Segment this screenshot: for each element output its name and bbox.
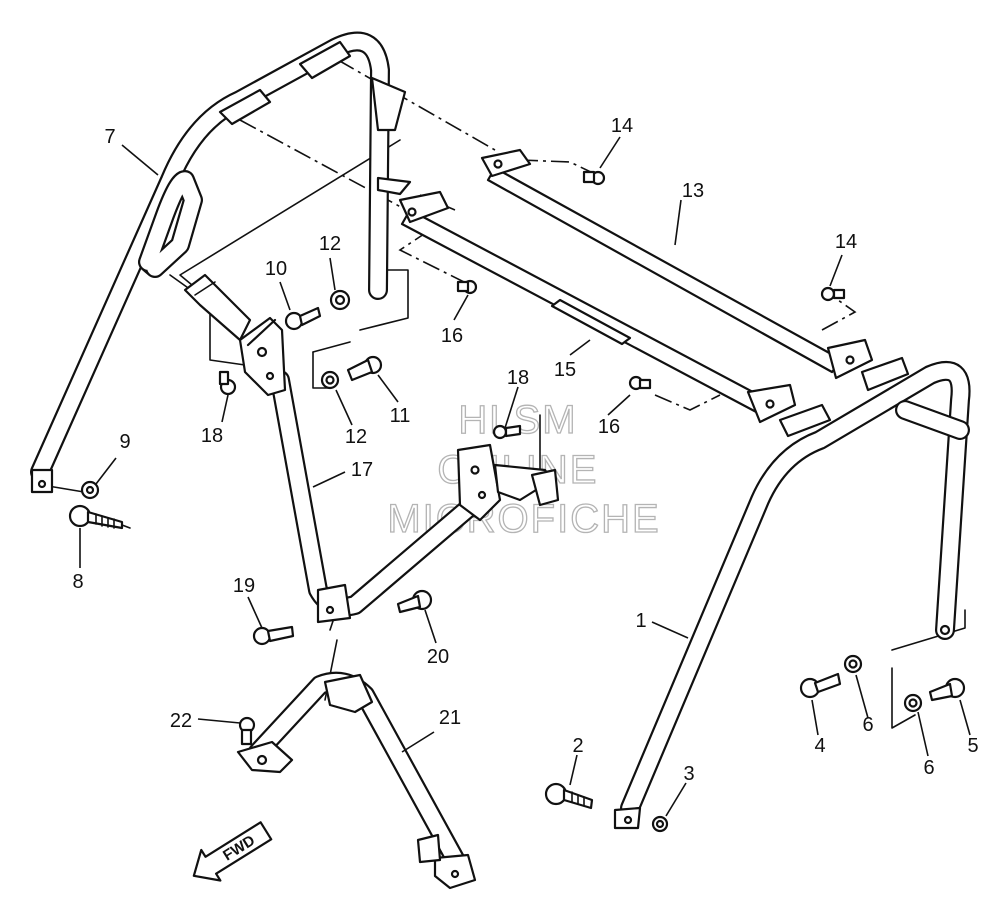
bolt-20	[396, 589, 433, 614]
callout-21: 21	[439, 707, 461, 729]
callout-13: 13	[682, 180, 704, 202]
bolt-8	[68, 504, 131, 530]
fwd-arrow-icon	[192, 821, 273, 882]
callout-2: 2	[572, 735, 583, 757]
part-17-rear-brace	[238, 316, 502, 624]
callout-17: 17	[351, 459, 373, 481]
bolt-16a	[456, 279, 478, 295]
part-21-lower-support	[236, 671, 477, 890]
bolt-14b	[820, 286, 846, 302]
callout-12b: 12	[345, 426, 367, 448]
bolt-14a	[582, 170, 606, 186]
part-13-upper-crossbar	[480, 148, 874, 380]
bolt-5	[928, 677, 966, 702]
bolt-18b	[492, 424, 522, 440]
callout-14a: 14	[611, 115, 633, 137]
callout-7: 7	[104, 126, 115, 148]
part-15-lower-crossbar	[398, 190, 797, 424]
callout-18b: 18	[507, 367, 529, 389]
callout-6a: 6	[862, 714, 873, 736]
callout-18a: 18	[201, 425, 223, 447]
callout-6b: 6	[923, 757, 934, 779]
callout-15: 15	[554, 359, 576, 381]
callout-20: 20	[427, 646, 449, 668]
washer-9	[80, 480, 100, 500]
fasteners	[68, 170, 966, 833]
nut-3	[651, 815, 669, 833]
callout-4: 4	[814, 735, 825, 757]
callout-9: 9	[119, 431, 130, 453]
collar-6a	[843, 654, 863, 674]
callout-3: 3	[683, 763, 694, 785]
bolt-19	[252, 625, 295, 646]
callout-8: 8	[72, 571, 83, 593]
part-1-front-roll-bar	[613, 356, 971, 830]
callout-16a: 16	[441, 325, 463, 347]
bolt-10	[284, 306, 322, 331]
bolt-16b	[628, 375, 652, 391]
bolt-11	[346, 355, 383, 382]
callout-12a: 12	[319, 233, 341, 255]
callout-numbers: 7 8 9 10 12 12 11 14 13 14 16 15 16 18 1…	[72, 115, 978, 785]
leader-lines	[79, 136, 971, 817]
callout-22: 22	[170, 710, 192, 732]
watermark-line1: HLSM	[458, 398, 577, 442]
fwd-arrow: FWD	[192, 821, 273, 882]
collar-12a	[329, 289, 351, 311]
bolt-22	[238, 716, 256, 746]
callout-10: 10	[265, 258, 287, 280]
bolt-4	[799, 672, 842, 699]
bolt-2	[544, 782, 594, 810]
bracket-left-upper	[183, 273, 252, 342]
collar-6b	[903, 693, 923, 713]
callout-11: 11	[390, 405, 411, 427]
callout-5: 5	[967, 735, 978, 757]
callout-19: 19	[233, 575, 255, 597]
bracket-right-upper	[493, 463, 560, 507]
bolt-18a	[218, 370, 237, 396]
callout-16b: 16	[598, 416, 620, 438]
part-7-rear-roll-bar	[30, 31, 412, 494]
collar-12b	[320, 370, 340, 390]
callout-1: 1	[635, 610, 646, 632]
callout-14b: 14	[835, 231, 857, 253]
